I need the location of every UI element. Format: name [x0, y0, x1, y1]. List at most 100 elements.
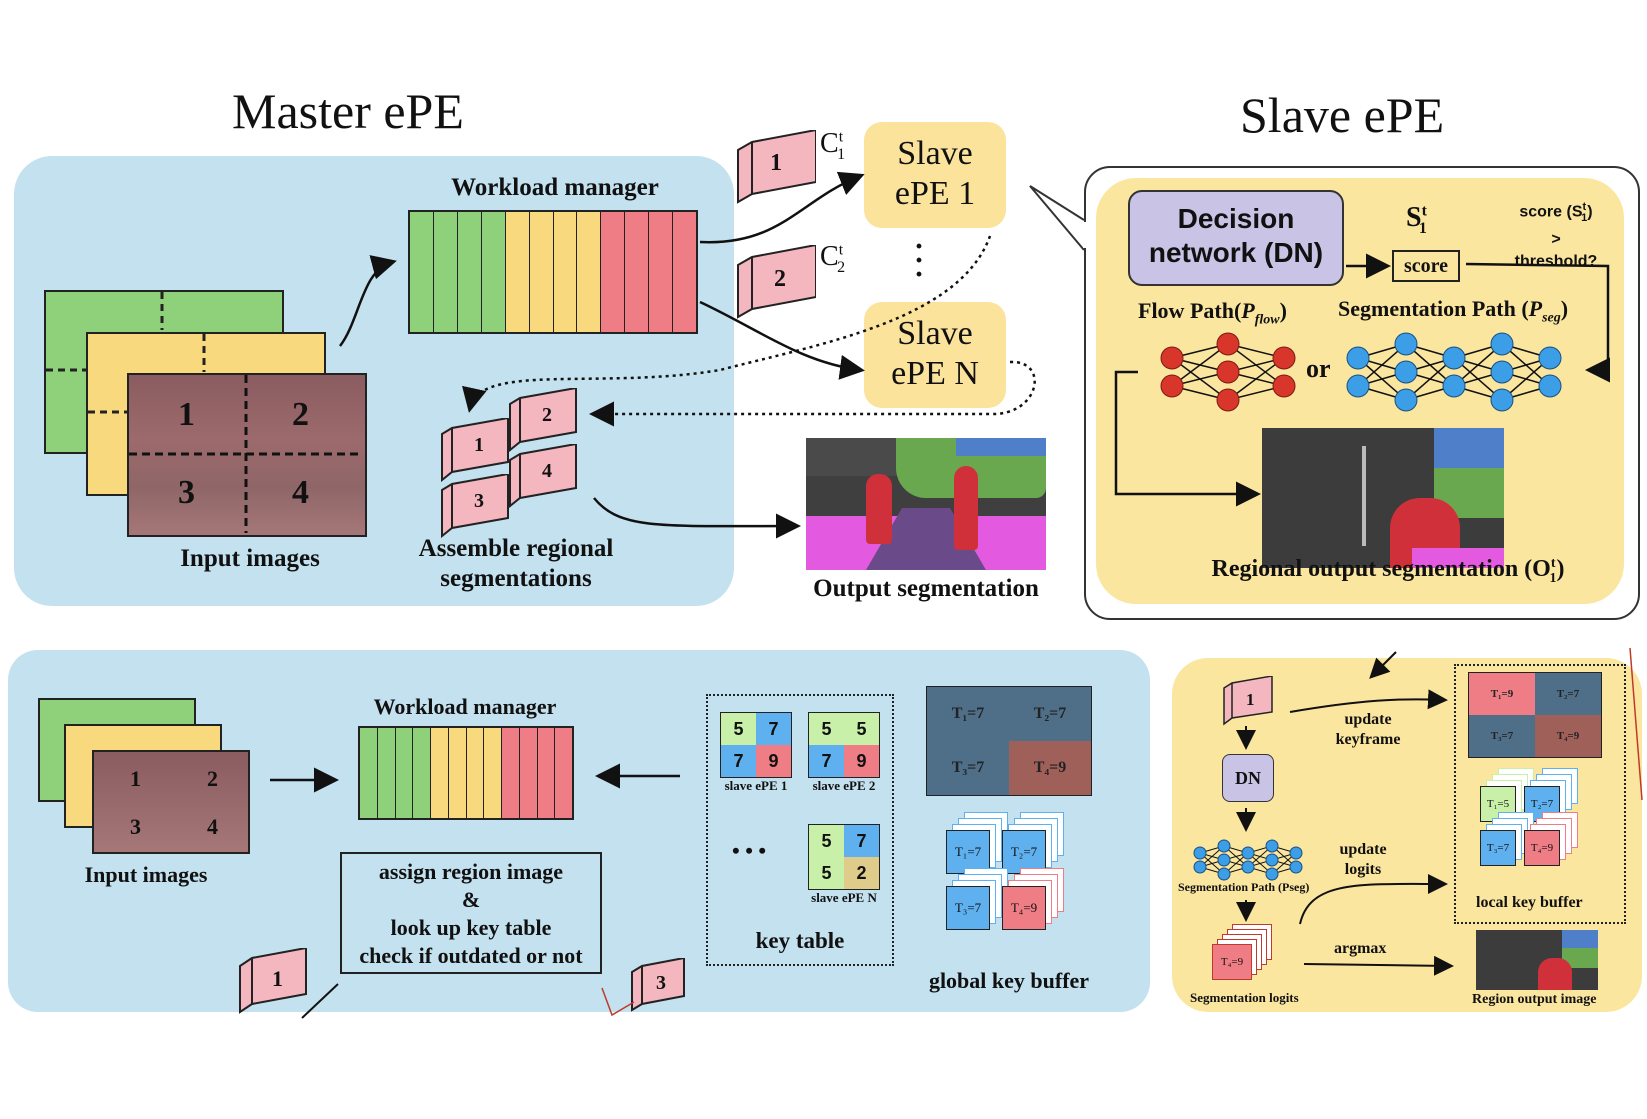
workload-slot: [553, 212, 578, 332]
buffer-tile: T₄=9: [1002, 886, 1046, 930]
key-cell: 7: [756, 713, 791, 745]
workload-slot: [481, 212, 506, 332]
bottom-region-3: 3: [130, 814, 141, 839]
buffer-tile: T₂=7: [1002, 830, 1046, 874]
workload-slot: [431, 728, 449, 818]
keyframe-tile: T₁=7: [927, 687, 1009, 741]
bottom-input-frame-photo: [92, 750, 250, 854]
score-box: score: [1392, 250, 1460, 282]
br-seg-path-label: Segmentation Path (Pseg): [1178, 880, 1310, 894]
workload-slot: [673, 212, 697, 332]
workload-slot: [410, 212, 434, 332]
frame-region-3: 3: [178, 474, 195, 511]
keyframe-tile: T₁=9: [1469, 673, 1535, 715]
workload-slot: [448, 728, 467, 818]
keyframe-tile: T₃=7: [1469, 715, 1535, 757]
frame-region-1: 1: [178, 396, 195, 433]
workload-slot: [457, 212, 482, 332]
key-cell: 5: [809, 825, 844, 857]
decision-network-box: Decision network (DN): [1128, 190, 1344, 286]
keyframe-tile: T₂=7: [1009, 687, 1091, 741]
key-table-container: [706, 694, 894, 966]
keyframe-tile: T₄=9: [1009, 741, 1091, 795]
frame-region-4: 4: [292, 474, 309, 511]
buffer-tile: T₁=7: [946, 830, 990, 874]
key-cell: 5: [721, 713, 756, 745]
keyframe-tile: T₂=7: [1535, 673, 1601, 715]
bottom-chunk-1-label: 1: [272, 966, 283, 991]
region-output-image-label: Region output image: [1472, 992, 1597, 1007]
buffer-tile: T₃=7: [1480, 830, 1516, 866]
workload-slot: [649, 212, 674, 332]
buffer-tile: T₃=7: [946, 886, 990, 930]
assign-box: assign region image & look up key table …: [340, 852, 602, 974]
bottom-region-4: 4: [207, 814, 218, 839]
segmentation-logits-stack: T₄=9: [1212, 924, 1292, 988]
output-segmentation-image: [806, 438, 1046, 570]
workload-slot: [360, 728, 378, 818]
assembled-chunk: 1: [440, 416, 510, 483]
workload-slot: [529, 212, 554, 332]
key-cell: 5: [809, 857, 844, 889]
assembled-chunk-label: 4: [542, 460, 552, 482]
slave-epe-1-box: Slave ePE 1: [864, 122, 1006, 228]
bottom-workload-manager-bar: [358, 726, 574, 820]
flow-path-label: Flow Path(Pflow): [1138, 298, 1287, 328]
seg-path-label: Segmentation Path (Pseg): [1338, 296, 1569, 326]
chunk-1-label: 1: [770, 150, 782, 176]
assemble-label: Assemble regional segmentations: [418, 535, 614, 592]
key-cell: 5: [844, 713, 879, 745]
slave-key-table-label: slave ePE 1: [724, 778, 788, 793]
assembled-chunk-label: 3: [474, 490, 484, 512]
workload-slot: [519, 728, 538, 818]
key-cell: 9: [756, 745, 791, 777]
master-epe-title: Master ePE: [232, 83, 464, 139]
s-label: St1: [1406, 202, 1427, 237]
bottom-input-images-label: Input images: [84, 862, 208, 887]
slave-key-table-label: slave ePE 2: [812, 778, 876, 793]
key-table-ellipsis: • • •: [732, 838, 767, 863]
logit-tile: T₄=9: [1212, 944, 1252, 980]
keyframe-tile: T₃=7: [927, 741, 1009, 795]
key-cell: 7: [721, 745, 756, 777]
workload-slot: [537, 728, 556, 818]
input-images-label: Input images: [180, 545, 320, 572]
br-chunk-1-label: 1: [1246, 690, 1255, 709]
segmentation-logits-label: Segmentation logits: [1190, 990, 1299, 1005]
key-cell: 5: [809, 713, 844, 745]
workload-slot: [502, 728, 520, 818]
assembled-chunk: 4: [508, 442, 578, 509]
update-logits-label: update logits: [1339, 841, 1387, 878]
frame-region-2: 2: [292, 396, 309, 433]
update-keyframe-label: update keyframe: [1335, 711, 1401, 748]
key-cell: 2: [844, 857, 879, 889]
regional-output-label: Regional output segmentation (Ot1): [1211, 556, 1565, 586]
key-cell: 7: [809, 745, 844, 777]
workload-slot: [413, 728, 431, 818]
assembled-chunk: 2: [508, 386, 578, 453]
workload-slot: [395, 728, 414, 818]
workload-slot: [484, 728, 502, 818]
chunk-1-caption: Ct1: [820, 128, 846, 163]
assembled-regions: 1 2 3 4: [440, 386, 590, 539]
workload-slot: [577, 212, 602, 332]
key-cell: 9: [844, 745, 879, 777]
or-label: or: [1306, 354, 1331, 383]
chunk-2-label: 2: [774, 266, 786, 292]
slave-epe-n-box: Slave ePE N: [864, 302, 1006, 408]
bottom-workload-manager-label: Workload manager: [373, 694, 557, 719]
assembled-chunk-label: 2: [542, 404, 552, 426]
local-key-buffer-label: local key buffer: [1476, 894, 1583, 911]
bottom-region-1: 1: [130, 766, 141, 791]
keyframe-tile: T₄=9: [1535, 715, 1601, 757]
workload-manager-label: Workload manager: [451, 174, 659, 201]
local-key-buffer-container: [1454, 664, 1626, 924]
assembled-chunk: 3: [440, 472, 510, 539]
